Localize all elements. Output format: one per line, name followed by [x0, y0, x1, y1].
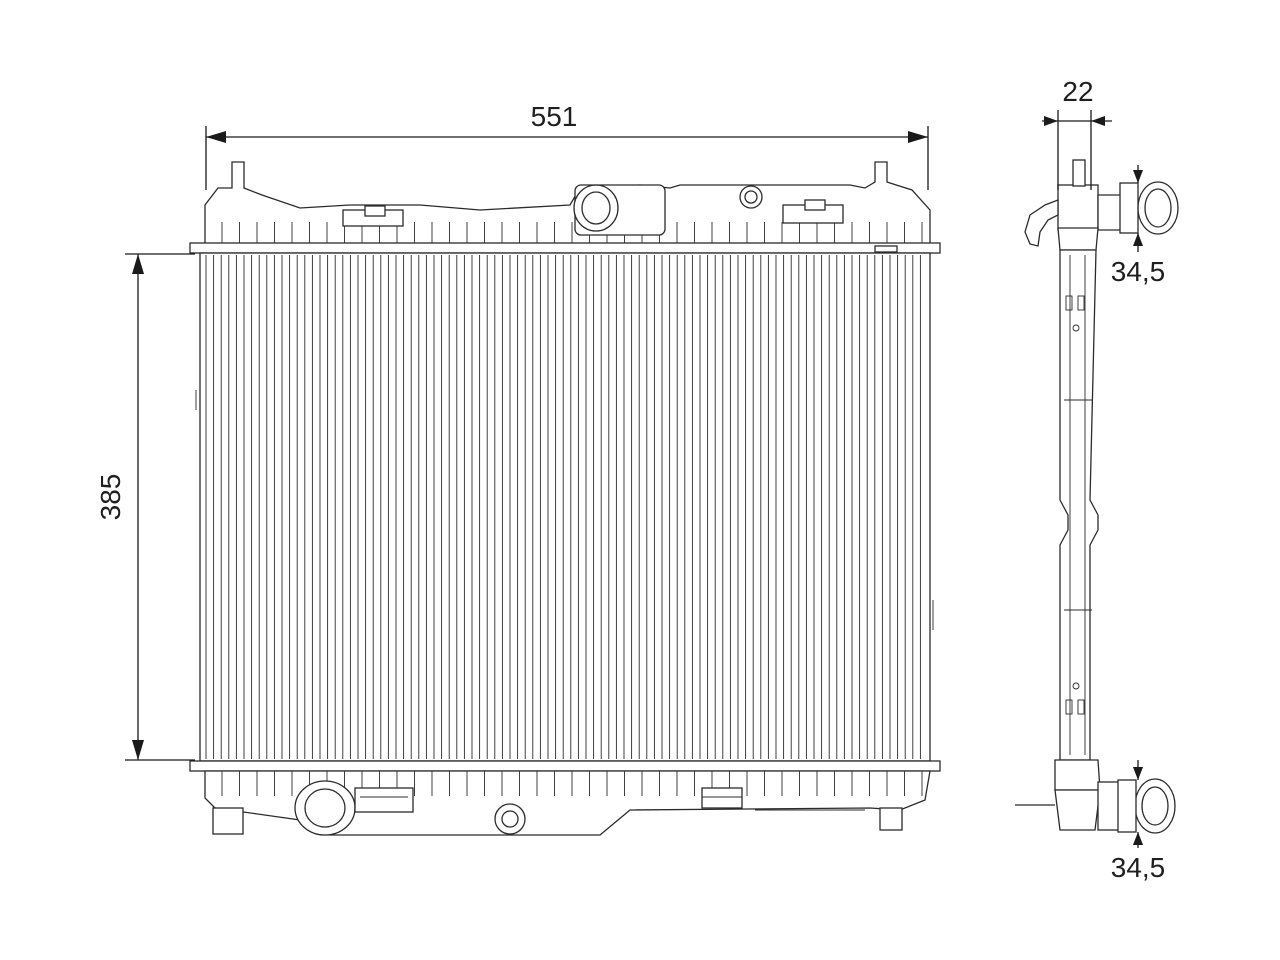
dimension-width: 551: [205, 101, 929, 190]
dimension-depth-label: 22: [1062, 76, 1093, 107]
dimension-height: 385: [95, 253, 195, 761]
bottom-tank: [189, 760, 941, 836]
radiator-core: [195, 252, 934, 762]
dimension-depth: 22: [1042, 76, 1112, 190]
dimension-width-label: 551: [531, 101, 578, 132]
dimension-inlet-diameter: 34,5: [1111, 165, 1166, 287]
radiator-side-view: [1015, 159, 1179, 834]
dimension-inlet-diameter-label: 34,5: [1111, 256, 1166, 287]
dimension-height-label: 385: [95, 474, 126, 521]
dimension-outlet-diameter: 34,5: [1111, 760, 1166, 883]
top-tank: [189, 161, 941, 254]
radiator-front-view: [189, 161, 941, 836]
dimension-outlet-diameter-label: 34,5: [1111, 852, 1166, 883]
